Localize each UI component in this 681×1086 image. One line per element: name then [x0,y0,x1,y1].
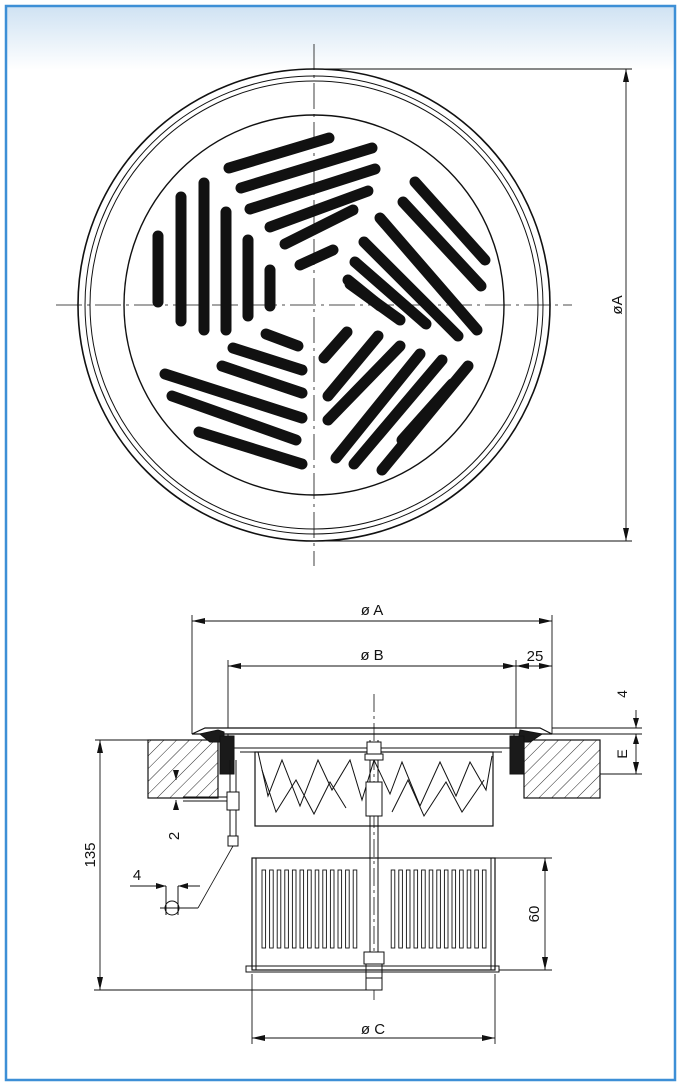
dim-rod-label: 4 [133,867,141,884]
dim-oa-label: øA [609,295,626,314]
plenum-slot-16 [405,869,411,949]
swirl-slot-16 [358,236,464,342]
swirl-slot-14 [397,196,487,292]
swirl-slot-27 [322,330,384,402]
ceiling-right [523,739,601,799]
swirl-slot-22 [159,368,308,424]
plenum-slot-12 [345,869,350,949]
plenum-slot-17 [413,869,419,949]
swirl-slot-24 [193,426,308,470]
plenum-slot-7 [307,869,312,949]
plenum-slot-6 [299,869,305,949]
swirl-slot-13 [409,176,491,266]
dim-e [600,734,642,775]
swirl-slot-26 [318,326,353,364]
dim-135-label: 135 [82,842,99,867]
dim-oa-section-label: ø A [361,602,384,619]
plenum-slot-24 [466,869,472,949]
ceiling-left [147,739,219,799]
dim-oa-vertical [314,68,632,542]
dim-60 [495,857,552,971]
dim-ob-section-label: ø B [360,647,383,664]
swirl-slot-20 [227,342,308,376]
plenum-slot-18 [421,869,426,949]
vane-profile-2 [261,769,347,816]
dim-e-label: E [614,749,630,758]
plenum-slot-14 [390,869,396,949]
rod-top-nut [366,741,382,755]
dim-oc [251,974,496,1044]
plenum-slots [261,869,487,949]
swirl-slot-1 [223,132,335,174]
central-rod [363,694,385,1000]
swirl-slot-15 [374,212,483,336]
plenum-slot-13 [352,869,358,949]
header-band [6,6,675,70]
dim-135 [94,740,374,991]
dim-ob-section [227,660,552,728]
hanger-bracket [130,760,240,916]
plenum-slot-2 [269,869,274,949]
center-lines [56,44,572,566]
top-view [56,44,632,566]
swirl-slot-2 [235,142,378,194]
plenum-slot-3 [276,869,282,949]
face-plate-flange [191,727,553,735]
plenum-slot-26 [481,869,487,949]
dim-oa-section [191,615,553,734]
section-view [94,615,642,1044]
plenum-slot-4 [284,869,289,949]
dim-gap-label: 2 [166,832,183,840]
rod-bottom-nut-3 [365,977,383,991]
swirl-slot-4 [264,185,374,233]
swirl-slot-19 [342,274,386,312]
plenum-slot-15 [398,869,403,949]
swirl-slot-28 [322,340,406,426]
rod-bottom-nut [363,951,385,965]
plenum-slot-9 [322,869,327,949]
seal-right-block [509,735,525,775]
plenum-slot-22 [451,869,457,949]
rod-coupler [365,781,383,817]
swirl-slot-3 [244,163,381,215]
plenum-slot-1 [261,869,267,949]
dim-flange-thickness [552,710,642,744]
plenum-slot-11 [337,869,343,949]
swirl-slot-21 [216,360,308,399]
plenum-slot-8 [314,869,320,949]
dim-flange-thk-label: 4 [614,690,630,698]
swirl-slot-6 [294,244,339,271]
plenum-slot-10 [329,869,335,949]
seal-left-block [219,735,235,775]
swirl-slots [152,132,491,476]
swirl-slot-30 [348,354,448,470]
dim-60-label: 60 [526,906,543,923]
plenum-slot-25 [474,869,479,949]
dim-flange-label: 25 [527,648,544,665]
swirl-slot-17 [349,256,432,330]
plenum-slot-23 [459,869,464,949]
swirl-slot-5 [279,204,359,250]
plenum-slot-19 [428,869,434,949]
plenum-base [245,965,500,973]
plenum-body [251,857,496,971]
rod-top-nut-2 [364,753,384,761]
plenum-slot-20 [436,869,441,949]
plenum-slot-21 [443,869,449,949]
swirl-slot-25 [260,328,304,352]
plenum-slot-5 [291,869,297,949]
swirl-slot-29 [330,348,426,464]
dim-oc-label: ø C [361,1021,385,1038]
drawing-frame [4,4,677,1082]
vane-profile-3 [391,778,485,818]
swirl-slot-23 [166,390,302,446]
swirl-slot-32 [376,360,474,476]
